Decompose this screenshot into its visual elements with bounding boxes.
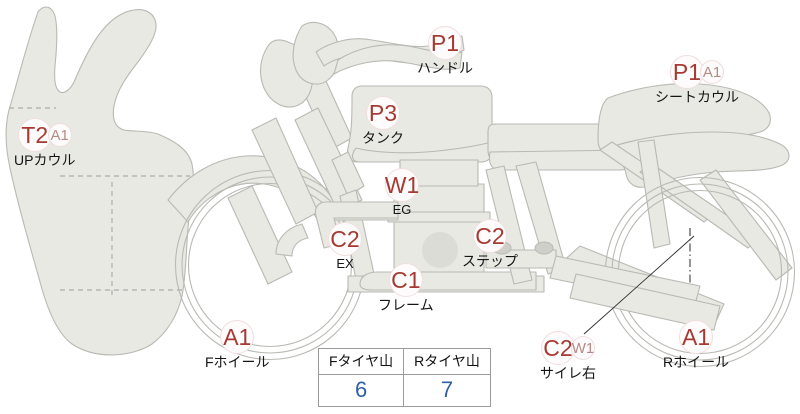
- annotation-label-up-cowl: UPカウル: [14, 152, 76, 168]
- badge-primary-front-wheel[interactable]: A1: [220, 320, 255, 354]
- up-cowl-shape: [5, 6, 194, 356]
- annotation-up-cowl[interactable]: T2 A1 UPカウル: [14, 118, 75, 167]
- annotation-label-step: ステップ: [462, 253, 518, 269]
- badge-row: C2: [328, 222, 362, 256]
- badge-primary-up-cowl[interactable]: T2: [17, 118, 52, 152]
- badge-row: C2 W1: [541, 331, 595, 365]
- badge-row: P1 A1: [670, 55, 724, 89]
- annotation-front-wheel[interactable]: A1 Fホイール: [205, 320, 270, 369]
- annotation-label-engine: EG: [392, 202, 412, 217]
- annotation-frame[interactable]: C1 フレーム: [378, 263, 434, 312]
- badge-primary-handle[interactable]: P1: [428, 26, 462, 60]
- badge-secondary-up-cowl[interactable]: A1: [47, 123, 72, 147]
- annotation-label-tank: タンク: [362, 130, 404, 146]
- annotation-label-silencer-right: サイレ右: [540, 365, 596, 381]
- badge-row: W1: [385, 168, 419, 202]
- value-rear-tire-tread[interactable]: 7: [403, 374, 491, 407]
- annotation-tank[interactable]: P3 タンク: [362, 96, 404, 145]
- table-header-row: Fタイヤ山 Rタイヤ山: [317, 348, 491, 375]
- badge-primary-exhaust[interactable]: C2: [328, 222, 362, 256]
- handlebar-shape: [259, 21, 465, 108]
- annotation-silencer-right[interactable]: C2 W1 サイレ右: [540, 331, 596, 380]
- badge-primary-seat-cowl[interactable]: P1: [670, 55, 704, 89]
- header-front-tire-tread: Fタイヤ山: [317, 348, 405, 375]
- badge-primary-step[interactable]: C2: [473, 219, 507, 253]
- tire-tread-table: Fタイヤ山 Rタイヤ山 6 7: [317, 348, 491, 407]
- badge-secondary-seat-cowl[interactable]: A1: [700, 60, 724, 84]
- badge-primary-silencer-right[interactable]: C2: [541, 331, 575, 365]
- silencer-leader-line: [583, 235, 695, 335]
- badge-row: C2: [473, 219, 507, 253]
- badge-primary-frame[interactable]: C1: [388, 263, 423, 297]
- table-row: 6 7: [317, 374, 491, 407]
- badge-row: P3: [366, 96, 400, 130]
- annotation-step[interactable]: C2 ステップ: [462, 219, 518, 268]
- engine-shape: [387, 159, 491, 273]
- badge-row: A1: [679, 320, 714, 354]
- annotation-label-exhaust: EX: [336, 256, 354, 271]
- annotation-rear-wheel[interactable]: A1 Rホイール: [663, 320, 729, 369]
- annotation-label-front-wheel: Fホイール: [205, 354, 270, 370]
- annotation-label-rear-wheel: Rホイール: [663, 354, 730, 370]
- annotation-engine[interactable]: W1 EG: [385, 168, 419, 216]
- header-rear-tire-tread: Rタイヤ山: [403, 348, 491, 375]
- badge-primary-tank[interactable]: P3: [366, 96, 400, 130]
- badge-row: A1: [220, 320, 255, 354]
- annotation-label-frame: フレーム: [378, 297, 434, 313]
- annotation-seat-cowl[interactable]: P1 A1 シートカウル: [655, 55, 739, 104]
- badge-row: T2 A1: [17, 118, 72, 152]
- badge-primary-engine[interactable]: W1: [385, 168, 419, 202]
- exhaust-shape: [275, 223, 721, 331]
- badge-primary-rear-wheel[interactable]: A1: [679, 320, 714, 354]
- annotation-handle[interactable]: P1 ハンドル: [417, 26, 473, 75]
- annotation-label-seat-cowl: シートカウル: [655, 89, 739, 105]
- value-front-tire-tread[interactable]: 6: [317, 374, 405, 407]
- annotation-label-handle: ハンドル: [417, 60, 473, 76]
- badge-row: C1: [388, 263, 423, 297]
- annotation-exhaust[interactable]: C2 EX: [328, 222, 362, 270]
- badge-row: P1: [428, 26, 462, 60]
- badge-secondary-silencer-right[interactable]: W1: [571, 336, 595, 360]
